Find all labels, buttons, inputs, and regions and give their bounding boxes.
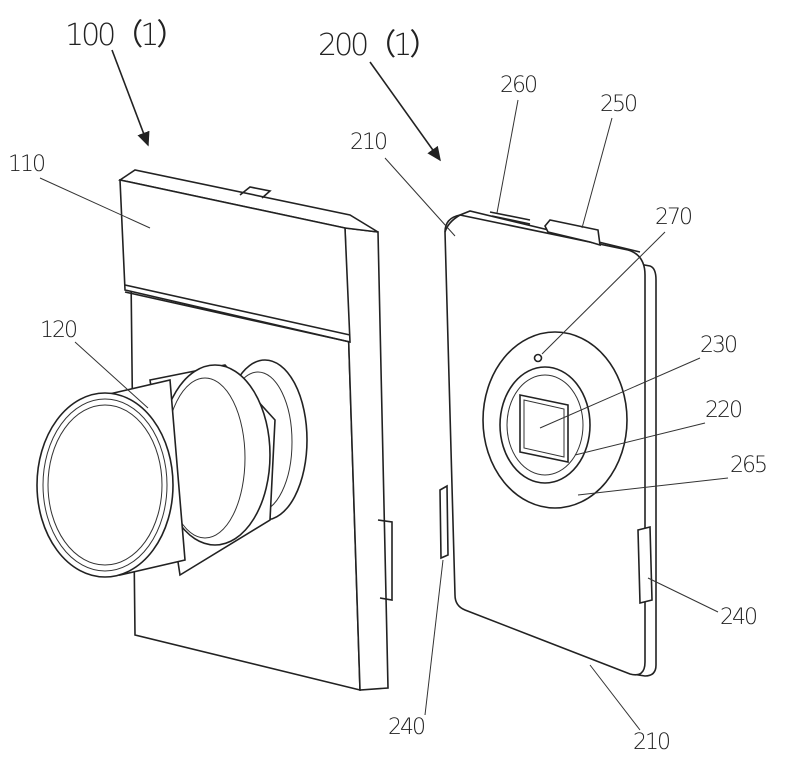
- vent-260: [489, 211, 531, 225]
- indicator-270: [533, 353, 543, 363]
- label-260: 260: [500, 73, 538, 98]
- label-240-bottom: 240: [388, 715, 426, 740]
- sensor-230: [519, 394, 569, 463]
- label-120: 120: [40, 318, 78, 343]
- label-265: 265: [730, 453, 768, 478]
- label-270: 270: [655, 205, 693, 230]
- label-240-right: 240: [720, 605, 758, 630]
- label-110: 110: [8, 152, 46, 177]
- label-210-bottom: 210: [633, 730, 671, 755]
- label-200: 200（1）: [318, 28, 439, 63]
- label-250: 250: [600, 92, 638, 117]
- label-100: 100（1）: [65, 18, 186, 53]
- lens-120: [36, 359, 308, 578]
- camera-module-200: [439, 210, 657, 677]
- label-220: 220: [705, 398, 743, 423]
- label-230: 230: [700, 333, 738, 358]
- button-250: [544, 219, 601, 247]
- leader-lines: [39, 49, 729, 731]
- label-210-top: 210: [350, 130, 388, 155]
